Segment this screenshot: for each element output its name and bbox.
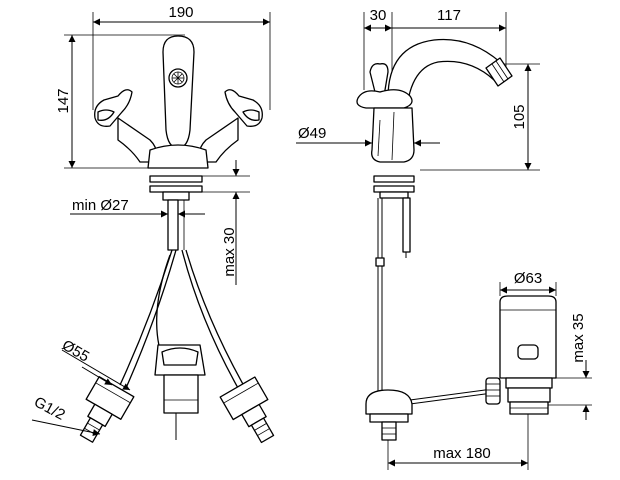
dim-max-deck: max 30 — [221, 227, 238, 276]
dim-waste-max-height: max 35 — [570, 313, 587, 362]
front-right-hose-nut — [219, 376, 275, 444]
front-right-arm — [198, 117, 239, 163]
front-left-hose-nut — [79, 376, 135, 443]
dim-front-width: 190 — [168, 4, 193, 21]
side-view: 30 117 105 Ø49 Ø63 max 35 max 180 — [296, 7, 592, 470]
dim-rod-max-length: max 180 — [433, 445, 491, 462]
dim-spout-height: 105 — [511, 104, 528, 129]
dim-min-hole: min Ø27 — [72, 197, 129, 214]
front-view: 190 147 min Ø27 max 30 Ø55 G1/2 — [31, 4, 275, 444]
dim-spout-reach: 117 — [437, 7, 461, 24]
front-deck-flange — [149, 175, 203, 183]
side-handle — [369, 63, 389, 97]
dim-nut-diameter: Ø55 — [59, 337, 92, 366]
front-spout-body — [162, 35, 195, 149]
front-base — [147, 144, 209, 169]
side-lift-rod — [402, 197, 411, 253]
side-waste-body — [499, 295, 557, 379]
aerator-mesh-icon — [172, 72, 184, 84]
dim-body-diameter: Ø49 — [298, 125, 326, 142]
dim-thread: G1/2 — [31, 394, 68, 424]
side-knurled-knob — [485, 377, 501, 405]
dim-waste-diameter: Ø63 — [514, 270, 542, 287]
dim-thread-line — [31, 419, 101, 437]
front-right-hose — [181, 249, 239, 389]
dim-side-offset: 30 — [370, 7, 387, 24]
front-mounting-stud — [167, 199, 179, 251]
dim-nut-line — [61, 349, 131, 391]
dim-front-height: 147 — [55, 88, 72, 113]
front-left-arm — [117, 117, 158, 163]
side-pivot — [365, 389, 413, 415]
side-lever — [356, 89, 413, 109]
